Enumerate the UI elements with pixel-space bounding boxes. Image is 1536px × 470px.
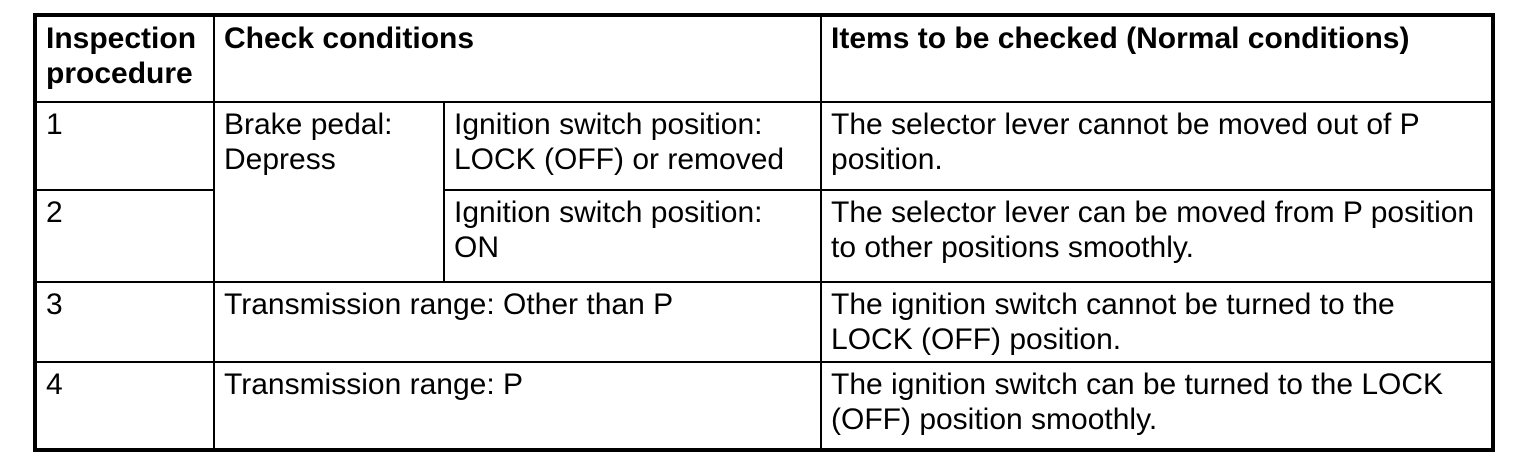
table-row: 1 Brake pedal: Depress Ignition switch p… [34, 101, 1495, 283]
table-row: 2 Ignition switch position: ON The selec… [34, 189, 1495, 283]
table-row: 3 Transmission range: Other than P The i… [34, 281, 1495, 363]
cell-items-checked: The selector lever can be moved from P p… [820, 189, 1495, 283]
cell-items-checked: The selector lever cannot be moved out o… [820, 101, 1495, 191]
header-cell-inspection-procedure: Inspection procedure [34, 14, 215, 103]
cell-check-condition: Transmission range: Other than P [212, 281, 823, 363]
cell-check-condition-sub: Ignition switch position: LOCK (OFF) or … [442, 101, 823, 191]
cell-procedure-number: 3 [34, 281, 215, 363]
cell-procedure-number: 1 [34, 101, 215, 191]
cell-check-condition: Transmission range: P [212, 361, 823, 451]
cell-items-checked: The ignition switch can be turned to the… [820, 361, 1495, 451]
table-row: 4 Transmission range: P The ignition swi… [34, 361, 1495, 451]
inspection-procedure-table: Inspection procedure Check conditions It… [33, 13, 1496, 452]
header-cell-items-to-be-checked: Items to be checked (Normal conditions) [820, 14, 1495, 103]
cell-items-checked: The ignition switch cannot be turned to … [820, 281, 1495, 363]
table-header-row: Inspection procedure Check conditions It… [34, 14, 1495, 103]
cell-procedure-number: 2 [34, 189, 215, 283]
cell-check-condition-main: Brake pedal: Depress [213, 101, 445, 283]
cell-check-condition-sub: Ignition switch position: ON [442, 189, 823, 283]
cell-procedure-number: 4 [34, 361, 215, 451]
header-cell-check-conditions: Check conditions [212, 14, 823, 103]
